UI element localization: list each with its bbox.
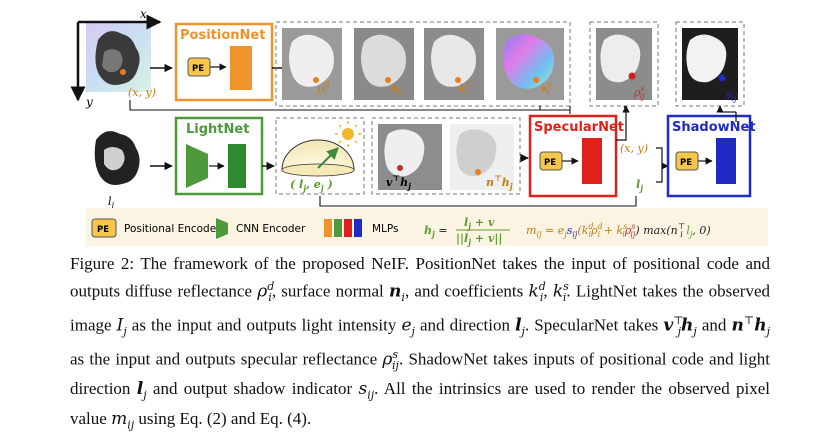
- legend-pe-swatch: [91, 218, 117, 238]
- figure-caption: Figure 2: The framework of the proposed …: [70, 254, 771, 431]
- legend-mlp-swatches: [324, 219, 362, 237]
- light-params: [275, 117, 365, 195]
- specularnet-pe: PE: [544, 158, 556, 168]
- positionnet-title: PositionNet: [180, 28, 265, 43]
- legend-h-lhs: hj =: [424, 224, 448, 239]
- shadownet-title: ShadowNet: [672, 120, 756, 135]
- specularnet-title: SpecularNet: [534, 120, 624, 135]
- legend-h-num: lj + v: [464, 216, 495, 231]
- axis-x-label: x: [140, 7, 147, 21]
- lightnet-title: LightNet: [186, 122, 249, 137]
- label-s: sij: [726, 88, 737, 103]
- label-light-params: ( lj, ej ): [290, 178, 333, 193]
- vh-nh-inputs: [371, 117, 521, 195]
- legend-h-den: ||lj + v||: [456, 232, 502, 247]
- pixel-marker: [120, 69, 126, 75]
- positionnet-pe: PE: [192, 64, 204, 74]
- positionnet-outputs: [275, 21, 571, 107]
- shadownet-pe: PE: [680, 158, 692, 168]
- label-shadow-l: lj: [636, 178, 643, 193]
- axis-y-label: y: [85, 95, 93, 109]
- positionnet-block: PositionNet PE: [174, 22, 274, 102]
- shadow-output: [675, 21, 745, 107]
- specular-output: [589, 21, 659, 107]
- label-light-image: lj: [108, 195, 115, 210]
- label-n: ni: [390, 82, 401, 97]
- lightnet-block: LightNet: [174, 116, 264, 196]
- label-nh: n⊤hj: [486, 173, 513, 191]
- light-image: [94, 131, 140, 185]
- legend-cnn-text: CNN Encoder: [236, 223, 306, 235]
- legend-pe-text: Positional Encode: [124, 223, 216, 235]
- coord-label: (x, y): [128, 86, 156, 99]
- image-axes: [70, 14, 162, 102]
- shadownet-block: ShadowNet PE: [666, 114, 756, 198]
- label-shadow-xy: (x, y): [620, 142, 648, 155]
- connector-light-dir: [319, 196, 637, 207]
- legend-pe-box: PE: [97, 225, 109, 235]
- connector-coords: [129, 100, 570, 111]
- legend-mlp-text: MLPs: [372, 223, 399, 235]
- label-vh: v⊤hj: [386, 173, 411, 191]
- specularnet-block: SpecularNet PE: [528, 114, 624, 198]
- legend-cnn-swatch: [216, 218, 228, 239]
- input-image: [86, 22, 151, 92]
- sun-icon: [335, 121, 361, 147]
- legend: PE Positional Encode CNN Encoder MLPs hj…: [86, 208, 768, 247]
